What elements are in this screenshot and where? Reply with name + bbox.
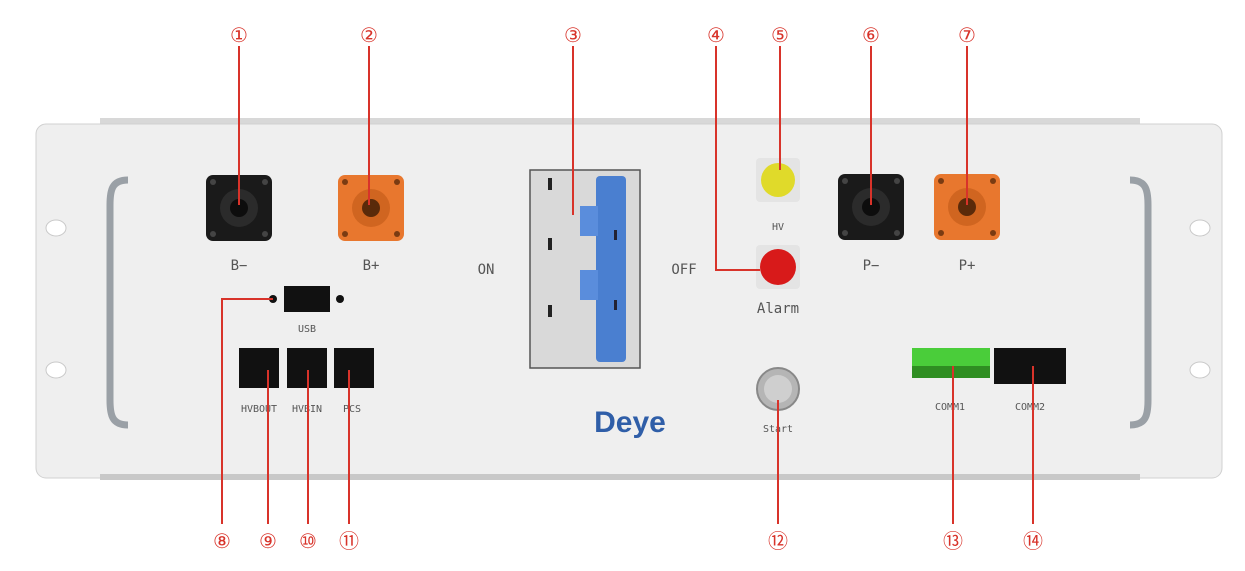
callout-6: ⑥ xyxy=(862,23,880,47)
label-pcs: PCS xyxy=(343,404,361,415)
label-hvbout: HVBOUT xyxy=(241,404,277,415)
mount-hole-right-bottom xyxy=(1189,361,1211,379)
callout-leaders xyxy=(221,46,1034,524)
handle-right xyxy=(1129,176,1152,429)
callout-5: ⑤ xyxy=(771,23,789,47)
label-b-minus: B− xyxy=(231,258,248,274)
label-p-plus: P+ xyxy=(959,258,976,274)
hv-indicator-light xyxy=(756,158,800,202)
label-hv: HV xyxy=(772,222,784,233)
callout-3: ③ xyxy=(564,23,582,47)
label-off: OFF xyxy=(671,262,696,278)
mount-hole-right-top xyxy=(1189,219,1211,237)
usb-port xyxy=(269,286,344,312)
callout-4: ④ xyxy=(707,23,725,47)
label-p-minus: P− xyxy=(863,258,880,274)
breaker-switch[interactable] xyxy=(529,169,641,369)
p-minus-connector xyxy=(838,174,904,240)
callout-13: ⑬ xyxy=(943,529,963,553)
label-b-plus: B+ xyxy=(363,258,380,274)
mount-hole-left-top xyxy=(45,219,67,237)
b-minus-connector xyxy=(206,175,272,241)
label-comm1: COMM1 xyxy=(935,402,965,413)
callout-1: ① xyxy=(230,23,248,47)
comm1-port xyxy=(912,348,990,378)
callout-14: ⑭ xyxy=(1023,529,1043,553)
hvbout-port xyxy=(239,348,279,388)
comm2-port xyxy=(994,348,1066,384)
p-plus-connector xyxy=(934,174,1000,240)
callout-2: ② xyxy=(360,23,378,47)
alarm-indicator-light xyxy=(756,245,800,289)
callout-10: ⑩ xyxy=(299,529,317,553)
handle-left xyxy=(106,176,129,429)
b-plus-connector xyxy=(338,175,404,241)
label-alarm: Alarm xyxy=(757,301,799,317)
callout-12: ⑫ xyxy=(768,529,788,553)
pcs-port xyxy=(334,348,374,388)
label-comm2: COMM2 xyxy=(1015,402,1045,413)
label-on: ON xyxy=(478,262,495,278)
mount-hole-left-bottom xyxy=(45,361,67,379)
label-usb: USB xyxy=(298,324,316,335)
brand-logo: Deye xyxy=(594,406,666,439)
callout-9: ⑨ xyxy=(259,529,277,553)
callout-7: ⑦ xyxy=(958,23,976,47)
callout-8: ⑧ xyxy=(213,529,231,553)
callout-11: ⑪ xyxy=(339,529,359,553)
start-button[interactable] xyxy=(756,367,800,411)
